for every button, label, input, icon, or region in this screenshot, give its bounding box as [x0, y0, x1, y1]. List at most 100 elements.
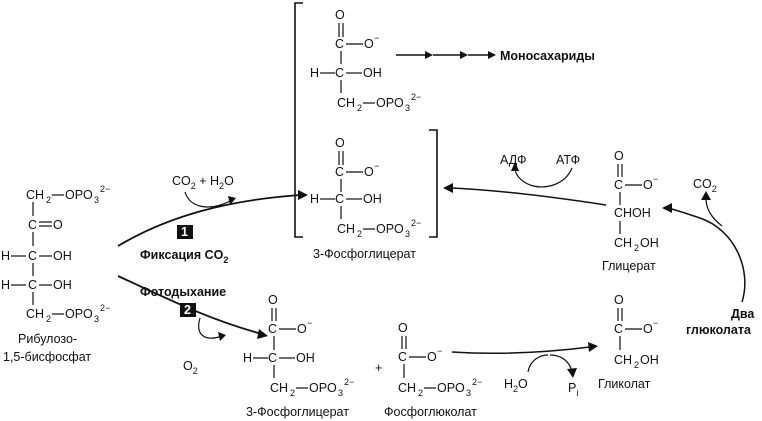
svg-text:2: 2	[290, 388, 295, 398]
pga-bottom-label: 3-Фосфоглицерат	[246, 405, 349, 419]
svg-text:H: H	[1, 278, 10, 292]
svg-text:CH: CH	[270, 381, 288, 395]
step1-number: 1	[181, 225, 188, 239]
svg-text:2: 2	[46, 314, 51, 324]
svg-text:O: O	[335, 8, 345, 22]
svg-text:CH: CH	[337, 96, 355, 110]
svg-text:C: C	[28, 218, 37, 232]
pga-bracket-right	[429, 129, 438, 238]
svg-text:H: H	[1, 249, 10, 263]
svg-text:OPO: OPO	[65, 307, 93, 321]
h2o-input-arc	[527, 354, 549, 373]
svg-text:CH: CH	[26, 307, 44, 321]
fixation-label: Фиксация CO2	[140, 248, 228, 265]
svg-text:O: O	[268, 293, 278, 307]
svg-text:O: O	[398, 321, 408, 335]
svg-text:C: C	[335, 37, 344, 51]
svg-text:−: −	[307, 318, 312, 328]
svg-text:C: C	[28, 249, 37, 263]
svg-text:CH: CH	[337, 222, 355, 236]
monosaccharides-label: Моносахариды	[500, 49, 595, 63]
svg-text:C: C	[335, 192, 344, 206]
atp-adp-arc	[514, 167, 573, 188]
step2-badge	[180, 303, 196, 317]
pga-molecule-bottom: O C O − H C OH CH 2 OPO 3 2−	[243, 293, 354, 398]
svg-text:2: 2	[357, 229, 362, 239]
glycolate-molecule: O C O − CH 2 OH	[614, 293, 659, 370]
svg-text:OH: OH	[53, 278, 72, 292]
svg-text:−: −	[653, 318, 658, 328]
svg-text:C: C	[268, 322, 277, 336]
step2-number: 2	[184, 303, 191, 317]
glycerate-molecule: O C O − CHOH CH 2 OH	[614, 149, 659, 253]
svg-text:3: 3	[405, 103, 410, 113]
svg-text:−: −	[653, 174, 658, 184]
o2-label: O2	[183, 359, 198, 376]
photorespiration-label: Фотодыхание	[140, 285, 226, 299]
phosphoglycolate-molecule: O C O − CH 2 OPO 3 2−	[398, 321, 482, 398]
svg-text:O: O	[53, 218, 63, 232]
rubp-molecule: CH 2 OPO 3 2− C O H C OH H C OH CH 2 OPO…	[1, 184, 110, 324]
phosphoglycolate-label: Фосфоглюколат	[384, 405, 477, 419]
svg-text:OH: OH	[363, 66, 382, 80]
svg-text:2−: 2−	[344, 377, 354, 387]
svg-text:C: C	[28, 278, 37, 292]
svg-text:OPO: OPO	[437, 381, 465, 395]
svg-text:O: O	[335, 136, 345, 150]
svg-text:2−: 2−	[411, 92, 421, 102]
svg-text:−: −	[374, 161, 379, 171]
svg-text:O: O	[614, 293, 624, 307]
svg-text:−: −	[374, 33, 379, 43]
o2-input-arc	[198, 317, 223, 339]
svg-text:2−: 2−	[100, 303, 110, 313]
adp-label: АДФ	[500, 153, 526, 167]
svg-text:2: 2	[634, 243, 639, 253]
svg-text:3: 3	[94, 195, 99, 205]
glycerate-to-pga-arrow	[449, 187, 607, 206]
svg-text:O: O	[643, 322, 653, 336]
co2-release-arc	[705, 197, 723, 227]
svg-text:3: 3	[338, 388, 343, 398]
svg-text:CH: CH	[614, 353, 632, 367]
svg-text:C: C	[335, 66, 344, 80]
svg-text:OH: OH	[640, 236, 659, 250]
to-glycolate-arrow	[451, 346, 591, 354]
two-glycolate-label-line2: глюколата	[686, 323, 752, 337]
svg-text:H: H	[310, 66, 319, 80]
svg-text:C: C	[335, 165, 344, 179]
svg-text:2: 2	[418, 388, 423, 398]
svg-text:3: 3	[405, 229, 410, 239]
svg-text:2−: 2−	[411, 218, 421, 228]
svg-text:O: O	[643, 178, 653, 192]
atp-label: АТФ	[556, 153, 580, 167]
svg-text:OPO: OPO	[376, 222, 404, 236]
glycolate-to-glycerate-arc	[667, 207, 746, 303]
svg-text:O: O	[364, 165, 374, 179]
two-glycolate-label-line1: Два	[731, 307, 755, 321]
rubp-label-line1: Рибулозо-	[18, 332, 77, 346]
svg-text:OPO: OPO	[65, 188, 93, 202]
svg-text:2−: 2−	[100, 184, 110, 194]
rubp-label-line2: 1,5-бисфосфат	[3, 350, 91, 364]
svg-text:O: O	[427, 350, 437, 364]
co2-h2o-label: CO2 + H2O	[172, 174, 234, 191]
pi-label: Pi	[568, 381, 578, 398]
svg-text:H: H	[243, 351, 252, 365]
h2o-label: H2O	[504, 377, 528, 394]
svg-text:3: 3	[466, 388, 471, 398]
svg-text:OH: OH	[53, 249, 72, 263]
svg-text:O: O	[614, 149, 624, 163]
svg-text:2: 2	[46, 195, 51, 205]
svg-text:2−: 2−	[472, 377, 482, 387]
svg-text:OH: OH	[296, 351, 315, 365]
step1-badge	[177, 225, 193, 239]
fixation-arrow	[117, 194, 301, 247]
svg-text:CH: CH	[614, 236, 632, 250]
svg-text:OH: OH	[640, 353, 659, 367]
svg-text:3: 3	[94, 314, 99, 324]
co2-released-label: CO2	[693, 177, 717, 194]
svg-text:OPO: OPO	[309, 381, 337, 395]
co2-h2o-input-arc	[184, 191, 233, 208]
